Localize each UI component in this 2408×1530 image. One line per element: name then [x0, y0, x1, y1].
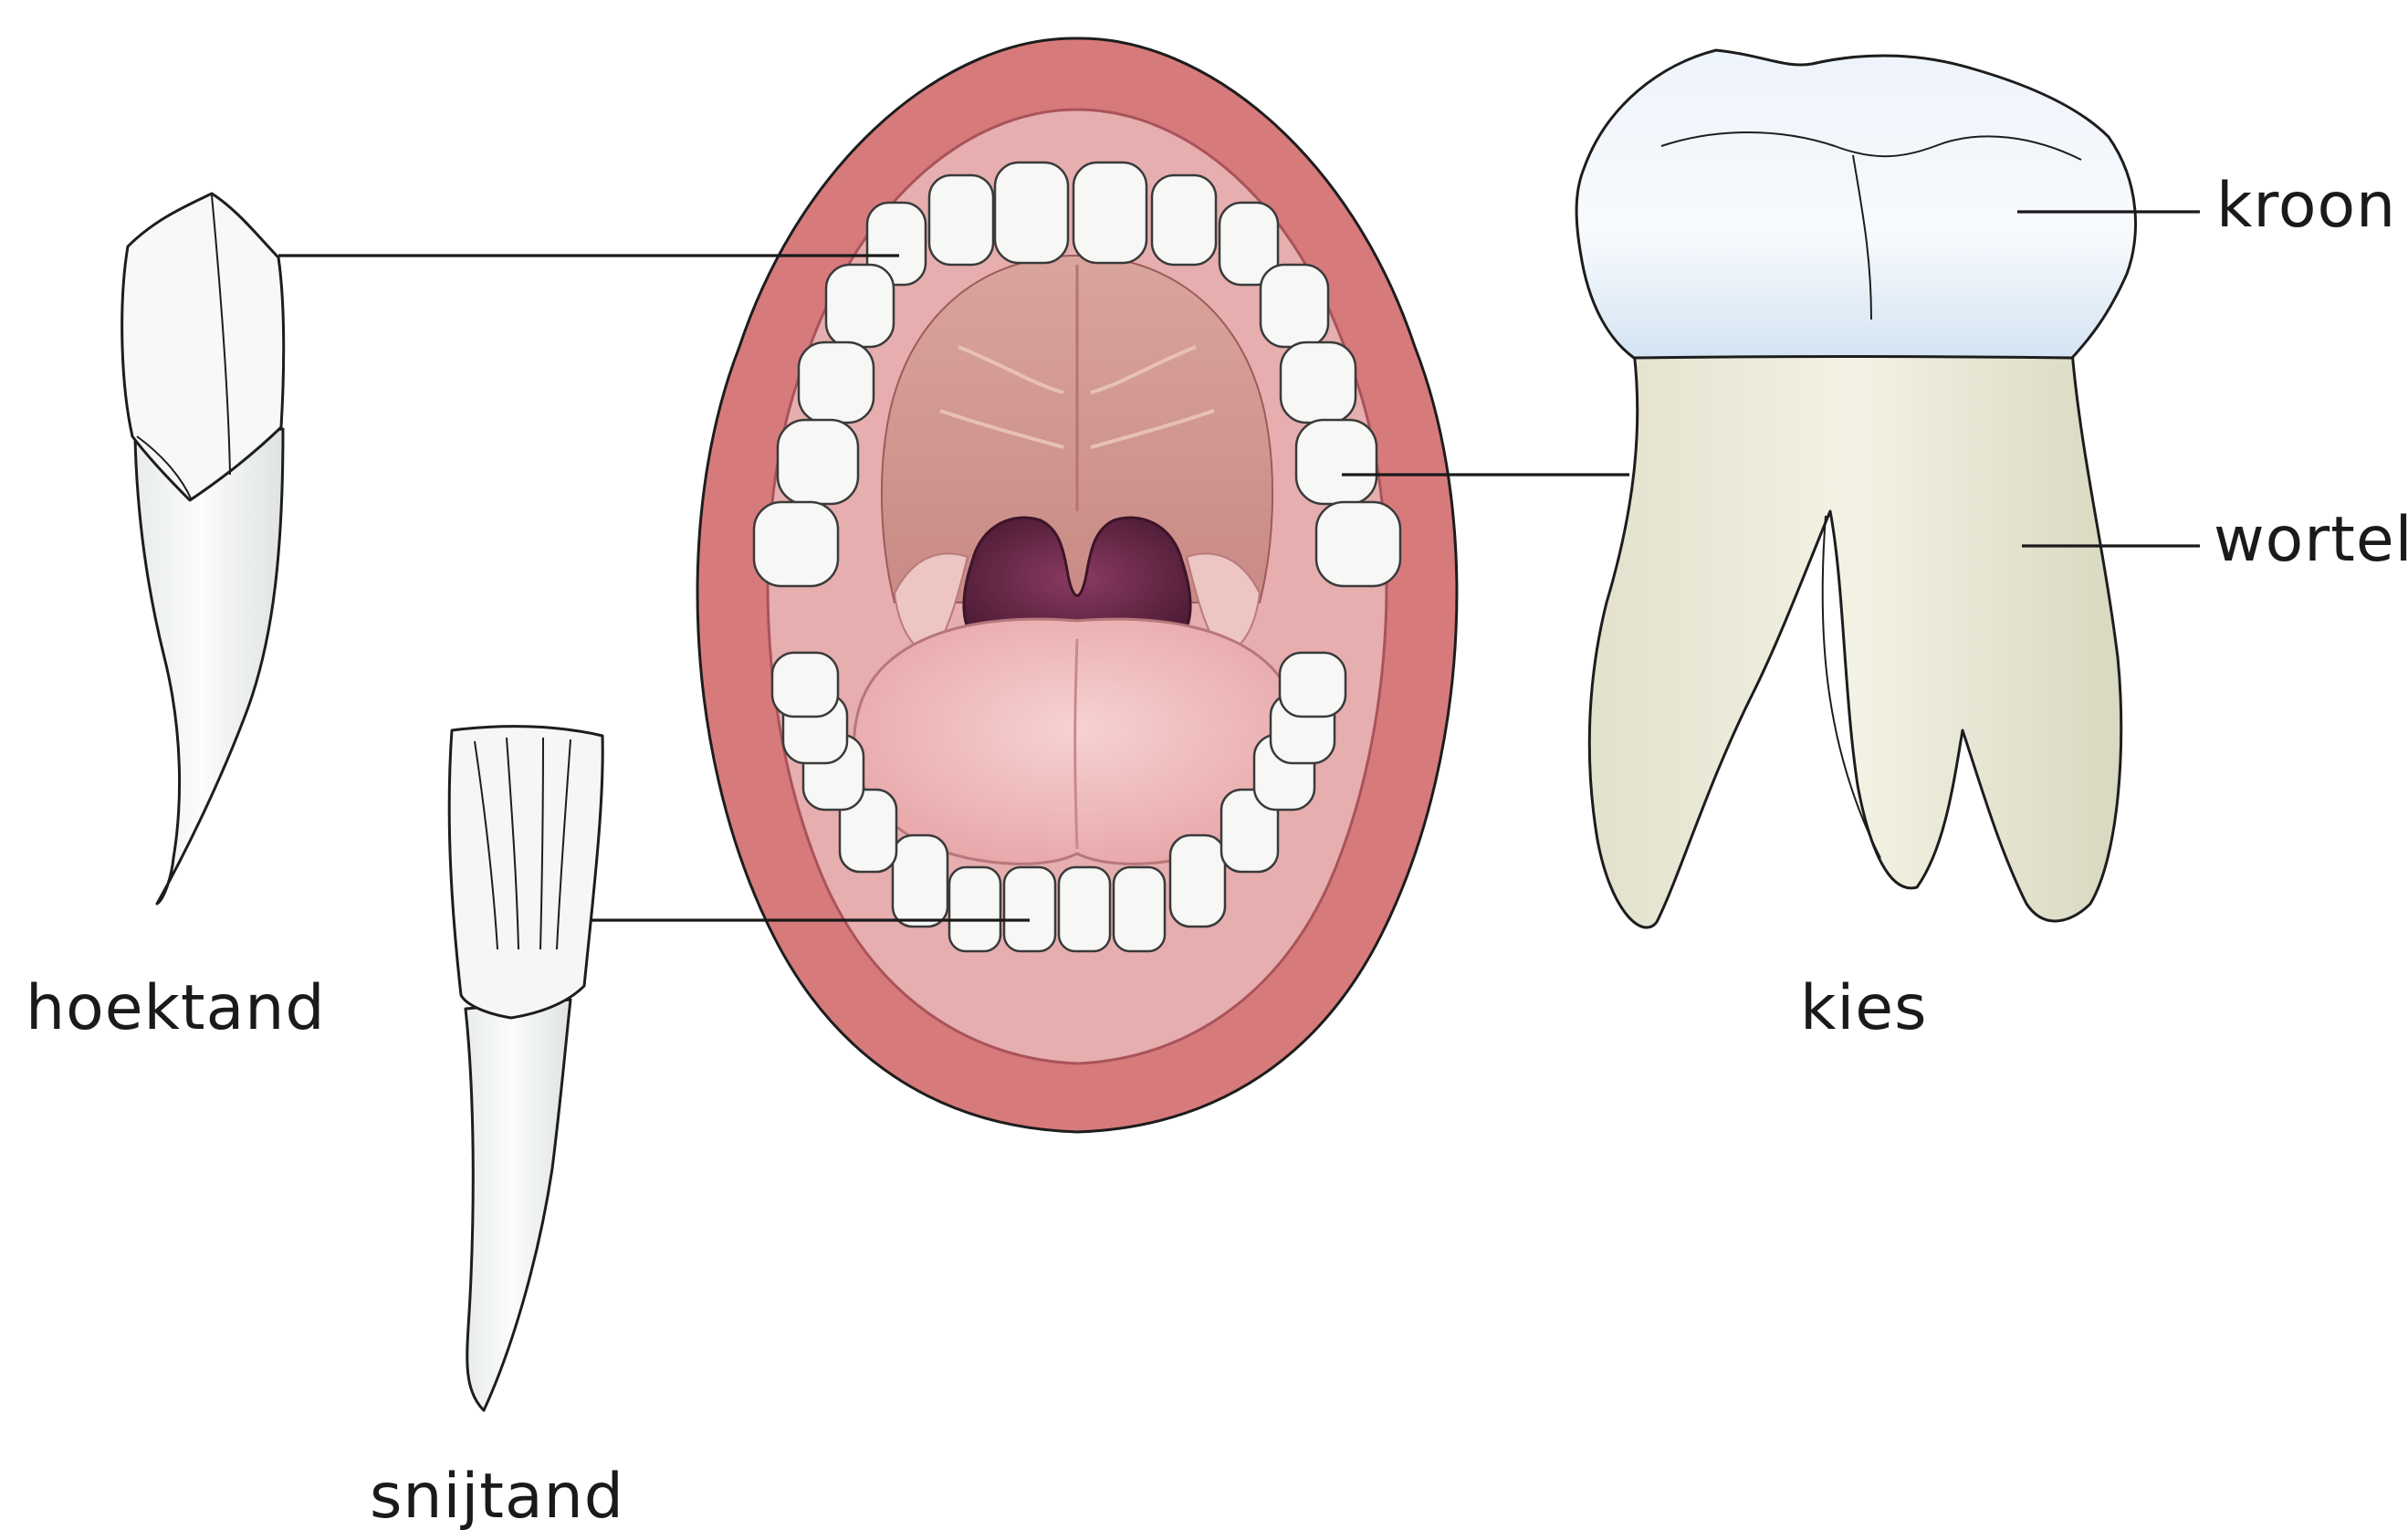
incisor-root	[466, 1000, 571, 1410]
canine-label: hoektand	[26, 972, 326, 1044]
root-label: wortel	[2214, 504, 2408, 576]
canine-root	[135, 429, 283, 904]
open-mouth	[697, 38, 1457, 1132]
incisor-crown	[449, 727, 602, 1018]
molar-crown	[1576, 50, 2135, 358]
crown-label: kroon	[2216, 170, 2396, 242]
canine-tooth	[122, 194, 284, 904]
molar-tooth	[1576, 50, 2135, 927]
incisor-label: snijtand	[370, 1461, 624, 1530]
molar-root	[1589, 351, 2120, 927]
incisor-tooth	[449, 727, 602, 1410]
molar-label: kies	[1800, 972, 1928, 1044]
